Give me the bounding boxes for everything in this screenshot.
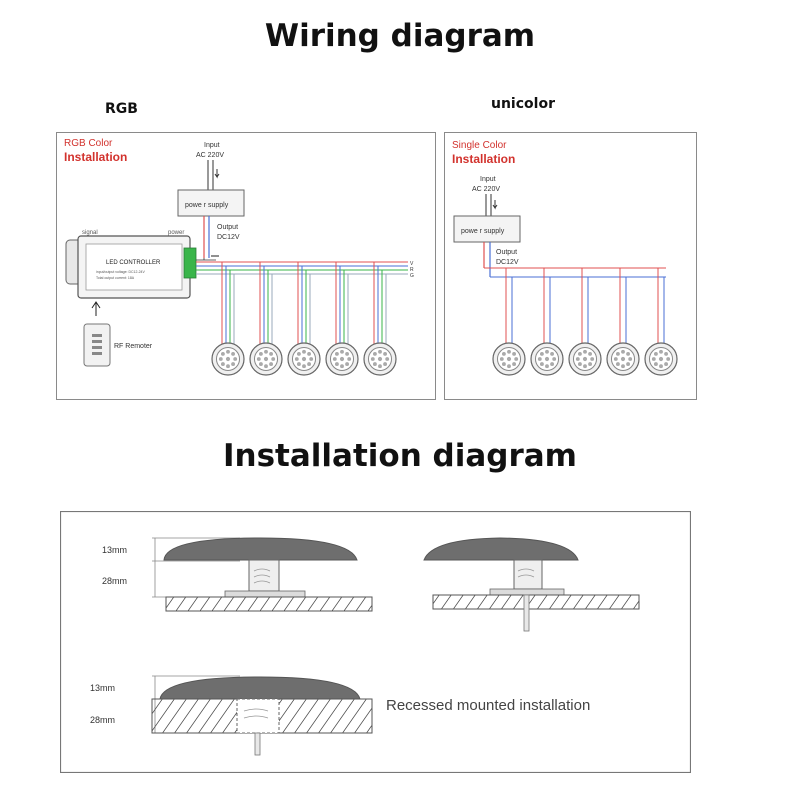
- recessed-caption: Recessed mounted installation: [386, 697, 590, 714]
- unicolor-output-label: Output: [496, 249, 517, 256]
- rgb-input-label: Input: [204, 142, 220, 149]
- unicolor-label: unicolor: [491, 96, 555, 112]
- svg-text:G: G: [410, 273, 414, 279]
- unicolor-heading-line2: Installation: [452, 152, 515, 166]
- dim-28mm-bottom: 28mm: [90, 715, 115, 725]
- unicolor-lamp: [492, 342, 526, 376]
- rf-remote-label: RF Remoter: [114, 343, 153, 350]
- unicolor-power-supply-box: [453, 215, 521, 243]
- rgb-lamp-row: [211, 342, 397, 376]
- rgb-heading-line2: Installation: [64, 150, 127, 164]
- rgb-lamp: [287, 342, 321, 376]
- svg-text:V: V: [410, 261, 414, 267]
- rgb-power-supply-box: [177, 189, 245, 217]
- unicolor-heading-line1: Single Color: [452, 140, 507, 151]
- controller-power-label: power: [168, 230, 184, 236]
- unicolor-lamp-drops: [505, 268, 665, 344]
- unicolor-lamp: [644, 342, 678, 376]
- unicolor-power-supply-label: powe r supply: [461, 228, 505, 235]
- rgb-output-label: Output: [217, 224, 238, 231]
- dim-28mm-top: 28mm: [102, 576, 127, 586]
- rgb-lamp: [211, 342, 245, 376]
- unicolor-input-label: Input: [480, 176, 496, 183]
- rgb-wiring-panel: RGB Color Installation Input AC 220V pow…: [56, 132, 436, 400]
- unicolor-lamp: [606, 342, 640, 376]
- rf-remote: RF Remoter: [83, 301, 153, 367]
- rgb-power-supply-label: powe r supply: [185, 202, 229, 209]
- rgb-output-voltage: DC12V: [217, 234, 240, 241]
- rgb-lamp: [325, 342, 359, 376]
- recessed-mount-diagram: 13mm 28mm Recessed mounted installation: [90, 675, 590, 756]
- unicolor-lamp: [530, 342, 564, 376]
- led-controller: signal power LED CONTROLLER input/output…: [65, 230, 197, 299]
- controller-spec-2: Total output current: 18A: [96, 276, 135, 280]
- controller-name: LED CONTROLLER: [106, 260, 161, 266]
- rgb-input-voltage: AC 220V: [196, 152, 224, 159]
- surface-mount-diagram: 13mm 28mm: [102, 537, 373, 612]
- rgb-lamp: [363, 342, 397, 376]
- rgb-label: RGB: [105, 101, 138, 117]
- svg-text:R: R: [410, 267, 414, 273]
- installation-panel: 13mm 28mm 13mm 28mm Recessed mounted ins…: [60, 511, 691, 773]
- unicolor-lamp: [568, 342, 602, 376]
- dim-13mm-top: 13mm: [102, 545, 127, 555]
- controller-spec-1: input/output voltage: DC12-24V: [96, 270, 146, 274]
- unicolor-output-voltage: DC12V: [496, 259, 519, 266]
- unicolor-lamp-row: [492, 342, 678, 376]
- rgb-heading-line1: RGB Color: [64, 138, 113, 149]
- rgb-lamp: [249, 342, 283, 376]
- installation-diagram-title: Installation diagram: [222, 438, 577, 474]
- wiring-diagram-title: Wiring diagram: [264, 18, 536, 54]
- dim-13mm-bottom: 13mm: [90, 683, 115, 693]
- unicolor-wiring-panel: Single Color Installation Input AC 220V …: [444, 132, 697, 400]
- surface-mount-through-diagram: [423, 537, 640, 632]
- controller-signal-label: signal: [82, 230, 98, 236]
- rgb-lamp-drops: [221, 262, 387, 344]
- unicolor-input-voltage: AC 220V: [472, 186, 500, 193]
